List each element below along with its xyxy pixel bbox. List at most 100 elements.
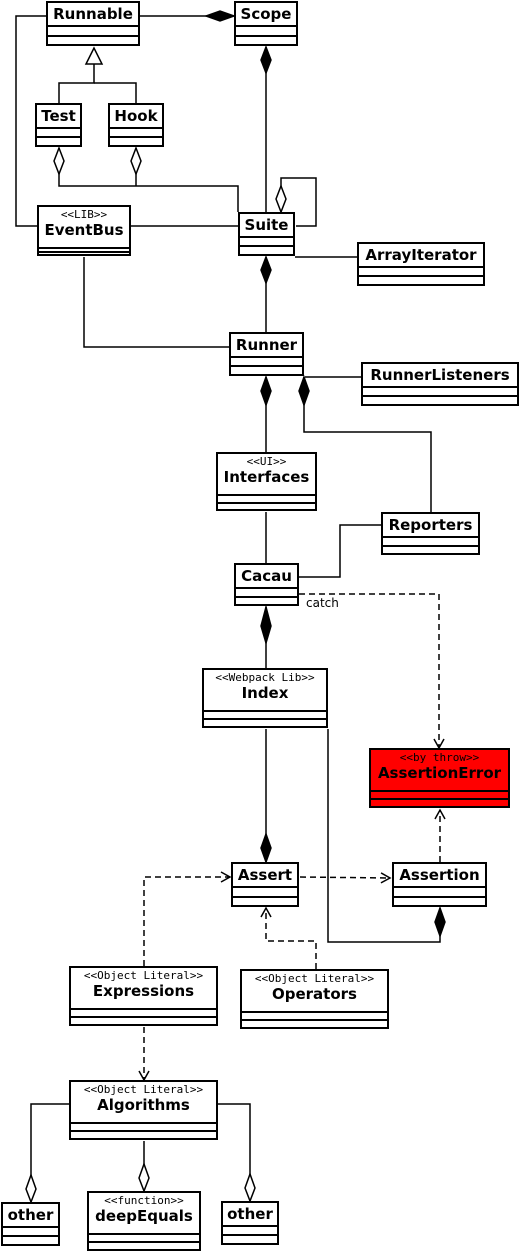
diamond-filled-index-assert (260, 831, 272, 865)
class-stereotype: <<LIB>> (60, 208, 108, 221)
class-box-other1: other (1, 1202, 60, 1246)
class-name: EventBus (44, 221, 124, 239)
class-header: Runner (231, 334, 302, 358)
edge-algorithms-other1 (30, 1103, 70, 1202)
class-stereotype: <<UI>> (246, 455, 287, 468)
compartment-divider (394, 886, 485, 888)
class-header: Scope (236, 3, 296, 27)
class-stereotype: <<Object Literal>> (254, 972, 375, 985)
class-header: Assert (233, 864, 297, 888)
class-header: Suite (240, 214, 293, 238)
compartment-divider (3, 1226, 58, 1228)
compartment-divider (218, 502, 315, 504)
compartment-divider (71, 1122, 216, 1124)
class-name: Suite (244, 216, 289, 234)
class-name: RunnerListeners (370, 366, 510, 384)
edge-generalization-hook (94, 82, 137, 104)
edge-algorithms-other2 (218, 1103, 251, 1201)
compartment-divider (231, 356, 302, 358)
class-box-hook: Hook (108, 103, 164, 147)
compartment-divider (89, 1233, 199, 1235)
edge-label-catch: catch (306, 596, 339, 610)
class-header: <<Object Literal>>Algorithms (71, 1082, 216, 1123)
class-name: deepEquals (95, 1207, 193, 1225)
compartment-divider (39, 251, 129, 253)
edge-eventbus-runner (83, 257, 229, 348)
compartment-divider (371, 790, 508, 792)
class-header: Cacau (236, 565, 297, 589)
class-box-runnerlisteners: RunnerListeners (361, 362, 519, 406)
class-box-index: <<Webpack Lib>>Index (202, 668, 328, 728)
class-name: Interfaces (223, 468, 310, 486)
class-name: Index (241, 684, 289, 702)
diamond-hollow-other1 (25, 1172, 37, 1205)
class-box-scope: Scope (234, 1, 298, 46)
compartment-divider (233, 896, 297, 898)
diamond-hollow-hook (130, 145, 142, 177)
class-name: Runnable (53, 5, 133, 23)
diamond-filled-index-assertion (434, 905, 446, 939)
diamond-filled-suite-runner (260, 254, 272, 286)
class-name: other (7, 1206, 54, 1224)
edge-cacau-reporters (299, 524, 381, 578)
class-header: <<Webpack Lib>>Index (204, 670, 326, 711)
compartment-divider (48, 35, 138, 37)
edge-runnable-suite (15, 15, 46, 227)
compartment-divider (383, 545, 478, 547)
compartment-divider (242, 1019, 387, 1021)
compartment-divider (363, 395, 517, 397)
class-name: Test (41, 107, 76, 125)
class-header: ArrayIterator (359, 244, 483, 268)
edge-assert-assertion (299, 872, 392, 884)
class-box-runner: Runner (229, 332, 304, 376)
class-header: Runnable (48, 3, 138, 27)
compartment-divider (236, 587, 297, 589)
diamond-hollow-suite-self (275, 183, 287, 215)
edge-generalization-test (58, 64, 95, 104)
class-box-assert: Assert (231, 862, 299, 907)
class-header: Assertion (394, 864, 485, 888)
class-header: <<Object Literal>>Expressions (71, 968, 216, 1009)
compartment-divider (359, 275, 483, 277)
class-stereotype: <<Webpack Lib>> (215, 671, 315, 684)
compartment-divider (39, 247, 129, 249)
class-box-deepequals: <<function>>deepEquals (87, 1191, 201, 1251)
compartment-divider (240, 245, 293, 247)
diamond-filled-runner-reporters (298, 374, 310, 408)
compartment-divider (218, 494, 315, 496)
compartment-divider (242, 1011, 387, 1013)
diamond-hollow-other2 (244, 1171, 256, 1204)
class-header: other (223, 1203, 277, 1227)
compartment-divider (371, 798, 508, 800)
edge-expressions-assert (143, 871, 232, 966)
class-box-suite: Suite (238, 212, 295, 256)
class-header: RunnerListeners (363, 364, 517, 388)
class-box-runnable: Runnable (46, 1, 140, 46)
class-stereotype: <<function>> (104, 1194, 184, 1207)
class-name: Assertion (399, 866, 480, 884)
compartment-divider (204, 718, 326, 720)
class-name: Runner (235, 336, 298, 354)
class-header: other (3, 1204, 58, 1228)
class-stereotype: <<Object Literal>> (83, 969, 204, 982)
class-box-assertion: Assertion (392, 862, 487, 907)
compartment-divider (233, 886, 297, 888)
class-header: <<Object Literal>>Operators (242, 971, 387, 1012)
class-header: <<function>>deepEquals (89, 1193, 199, 1234)
diamond-filled-runner-interfaces (260, 374, 272, 408)
class-box-interfaces: <<UI>>Interfaces (216, 452, 317, 511)
class-name: Cacau (241, 567, 292, 585)
class-box-reporters: Reporters (381, 512, 480, 555)
compartment-divider (240, 236, 293, 238)
compartment-divider (71, 1008, 216, 1010)
compartment-divider (37, 136, 80, 138)
diamond-filled-cacau-index (260, 604, 272, 646)
class-box-cacau: Cacau (234, 563, 299, 606)
class-header: <<LIB>>EventBus (39, 207, 129, 248)
compartment-divider (236, 35, 296, 37)
class-name: Hook (114, 107, 158, 125)
compartment-divider (223, 1225, 277, 1227)
class-box-operators: <<Object Literal>>Operators (240, 969, 389, 1029)
diamond-hollow-deepequals (138, 1161, 150, 1194)
